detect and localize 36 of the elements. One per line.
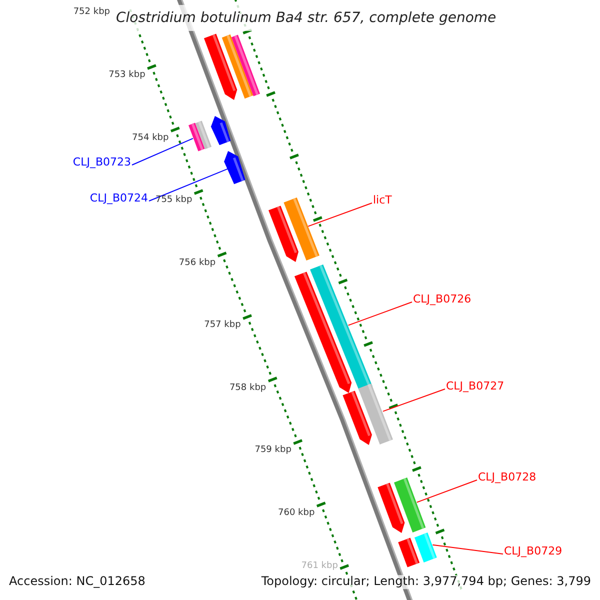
- scale-label: 752 kbp: [73, 6, 110, 18]
- gene-label: CLJ_B0723: [72, 156, 131, 170]
- scale-label: 761 kbp: [301, 560, 338, 572]
- gene-bar: [284, 198, 320, 260]
- gene-label: CLJ_B0724: [90, 192, 148, 206]
- gene-bar: [394, 478, 426, 532]
- scale-label: 760 kbp: [278, 507, 315, 518]
- footer-text: Accession: NC_012658: [9, 575, 146, 589]
- gene-bar: [358, 384, 393, 444]
- gene-label: CLJ_B0727: [446, 380, 504, 394]
- scale-label: 754 kbp: [132, 132, 169, 143]
- gene-bar: [310, 264, 373, 392]
- scale-label: 757 kbp: [204, 320, 241, 330]
- scale-label: 758 kbp: [229, 382, 266, 393]
- gene-label: CLJ_B0728: [478, 472, 536, 484]
- leader-line: [382, 388, 446, 412]
- scale-label: 753 kbp: [108, 70, 146, 80]
- gene-bar: [414, 532, 437, 562]
- scale-label: 755 kbp: [155, 194, 192, 206]
- leader-line: [348, 302, 412, 326]
- scale-label: 759 kbp: [254, 444, 292, 456]
- footer-text: Topology: circular; Length: 3,977,794 bp; Genes: 3,799: [261, 575, 591, 589]
- leader-line: [148, 168, 228, 202]
- gene-bar: [195, 120, 212, 150]
- leader-line: [416, 480, 478, 503]
- gene-label: CLJ_B0726: [413, 294, 472, 306]
- gene-bar: [224, 151, 246, 184]
- gene-label: licT: [373, 194, 392, 208]
- leader-line: [432, 544, 504, 554]
- gene-bar: [231, 34, 260, 96]
- gene-bar: [398, 538, 420, 568]
- gene-bar: [210, 116, 231, 146]
- scale-label: 756 kbp: [178, 257, 216, 268]
- gene-label: CLJ_B0729: [504, 546, 562, 558]
- leader-line: [308, 202, 372, 227]
- leader-line: [132, 138, 194, 166]
